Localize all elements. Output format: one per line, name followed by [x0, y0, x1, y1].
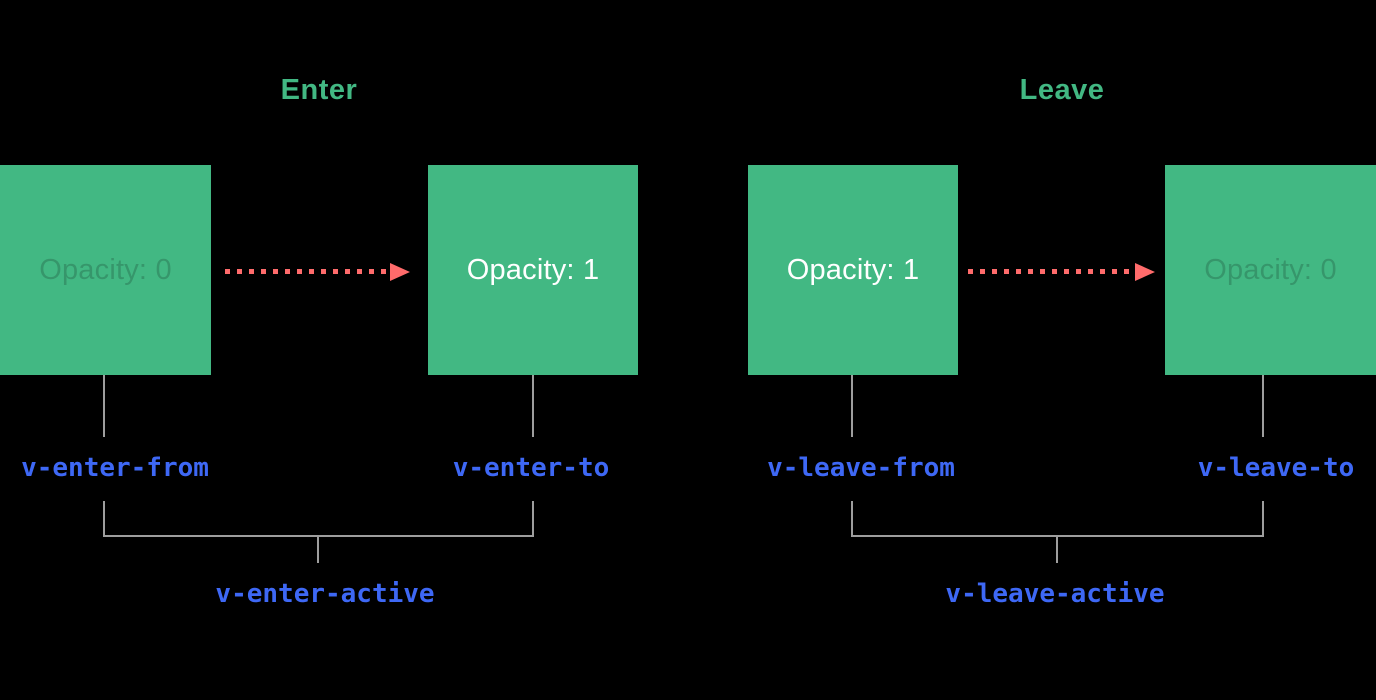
enter-to-opacity-label: Opacity: 1	[466, 253, 600, 286]
leave-from-class-label: v-leave-from	[767, 453, 955, 483]
leave-bracket-center-stub	[1056, 537, 1058, 563]
enter-from-class-label: v-enter-from	[21, 453, 209, 483]
enter-to-connector-line	[532, 375, 534, 437]
enter-active-class-label: v-enter-active	[215, 579, 435, 609]
leave-dashed-arrow	[968, 269, 1135, 274]
enter-from-connector-line	[103, 375, 105, 437]
leave-bracket-line	[851, 535, 1264, 537]
leave-to-box: Opacity: 0	[1165, 165, 1376, 375]
enter-bracket-line	[103, 535, 534, 537]
enter-arrow-head-icon	[390, 263, 410, 281]
enter-from-opacity-label: Opacity: 0	[39, 253, 172, 286]
leave-section-title: Leave	[1019, 74, 1105, 106]
enter-bracket-center-stub	[317, 537, 319, 563]
leave-bracket-left-stub	[851, 501, 853, 536]
leave-to-connector-line	[1262, 375, 1264, 437]
leave-from-opacity-label: Opacity: 1	[786, 253, 920, 286]
enter-bracket-left-stub	[103, 501, 105, 536]
enter-to-class-label: v-enter-to	[452, 453, 610, 483]
leave-from-box: Opacity: 1	[748, 165, 958, 375]
enter-to-box: Opacity: 1	[428, 165, 638, 375]
leave-active-class-label: v-leave-active	[945, 579, 1165, 609]
leave-bracket-right-stub	[1262, 501, 1264, 536]
enter-from-box: Opacity: 0	[0, 165, 211, 375]
leave-to-class-label: v-leave-to	[1197, 453, 1355, 483]
enter-dashed-arrow	[225, 269, 390, 274]
leave-arrow-head-icon	[1135, 263, 1155, 281]
enter-bracket-right-stub	[532, 501, 534, 536]
leave-to-opacity-label: Opacity: 0	[1204, 253, 1337, 286]
enter-section-title: Enter	[280, 74, 358, 106]
leave-from-connector-line	[851, 375, 853, 437]
